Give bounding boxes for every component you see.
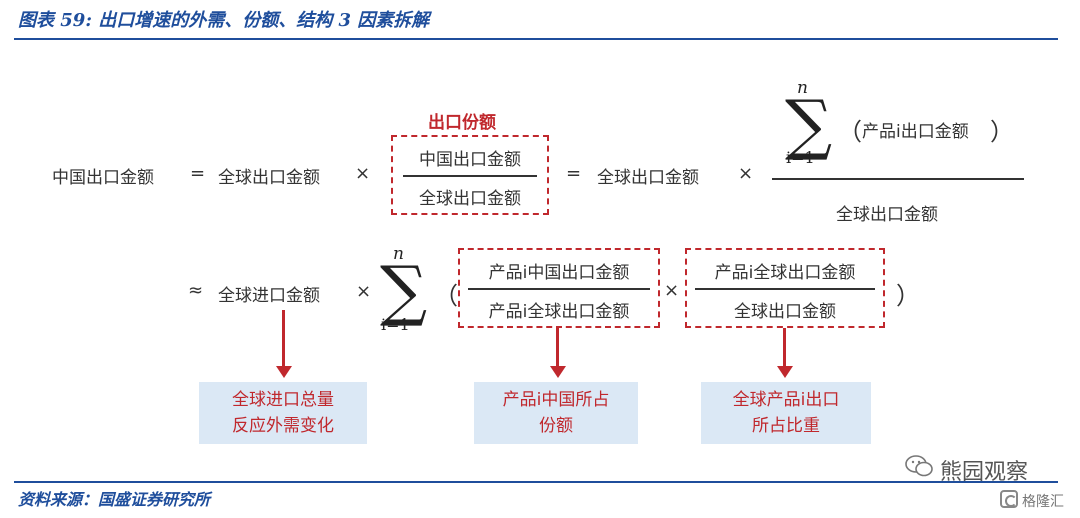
product-weight-box: 产品i全球出口金额 全球出口金额	[685, 248, 885, 328]
arrow-down-icon-3	[777, 366, 793, 378]
product-weight-numerator: 产品i全球出口金额	[714, 263, 856, 283]
share-numerator: 中国出口金额	[419, 150, 521, 170]
arrow-line-3	[783, 328, 786, 368]
big-denominator: 全球出口金额	[836, 205, 938, 225]
footer-rule	[14, 481, 1058, 483]
arrow-down-icon-2	[550, 366, 566, 378]
lhs-china-export: 中国出口金额	[52, 168, 154, 188]
export-share-box: 中国出口金额 全球出口金额	[391, 135, 549, 215]
export-share-label: 出口份额	[428, 113, 496, 133]
times-sign: ×	[355, 163, 371, 184]
china-share-box: 产品i中国出口金额 产品i全球出口金额	[458, 248, 660, 328]
arrow-line-1	[282, 310, 285, 368]
summation-icon-2: ∑	[380, 252, 428, 329]
sum-lower-limit: i=1	[786, 148, 815, 167]
times-sign-2: ×	[738, 163, 754, 184]
watermark-site: 格隆汇	[1022, 494, 1064, 510]
note-china-share: 产品i中国所占 份额	[474, 382, 638, 444]
china-share-denominator: 产品i全球出口金额	[488, 302, 630, 322]
note-external-demand: 全球进口总量 反应外需变化	[199, 382, 367, 444]
sum-upper-limit: n	[797, 78, 808, 98]
watermark-brand: 熊园观察	[940, 460, 1029, 485]
summation-icon: ∑	[785, 86, 833, 163]
china-share-numerator: 产品i中国出口金额	[488, 263, 630, 283]
source-note: 资料来源：国盛证券研究所	[18, 490, 211, 509]
paren-open: （	[838, 118, 862, 146]
paren-close: ）	[990, 118, 1014, 146]
note-product-weight: 全球产品i出口 所占比重	[701, 382, 871, 444]
note-product-weight-line2: 所占比重	[752, 416, 820, 436]
share-fraction-line	[403, 175, 537, 177]
note-external-demand-line1: 全球进口总量	[232, 390, 334, 410]
big-fraction-line	[772, 178, 1024, 180]
share-denominator: 全球出口金额	[419, 189, 521, 209]
wechat-icon	[904, 454, 934, 482]
paren2-open: （	[434, 282, 458, 310]
figure-title: 图表 59: 出口增速的外需、份额、结构 3 因素拆解	[18, 10, 430, 31]
equals-sign: =	[190, 163, 206, 184]
gelonghui-logo-icon	[1000, 490, 1018, 508]
sum2-lower-limit: i=1	[381, 315, 410, 334]
sum2-upper-limit: n	[393, 244, 404, 264]
sum-body-product-export: 产品i出口金额	[862, 122, 969, 142]
note-china-share-line1: 产品i中国所占	[502, 390, 610, 410]
equals-sign-2: =	[566, 163, 582, 184]
note-external-demand-line2: 反应外需变化	[232, 416, 334, 436]
arrow-line-2	[556, 328, 559, 368]
header-rule	[14, 38, 1058, 40]
global-import-term: 全球进口金额	[218, 286, 320, 306]
arrow-down-icon-1	[276, 366, 292, 378]
product-weight-fraction-line	[695, 288, 875, 290]
note-product-weight-line1: 全球产品i出口	[732, 390, 840, 410]
times-sign-4: ×	[664, 280, 680, 301]
paren2-close: ）	[896, 282, 920, 310]
product-weight-denominator: 全球出口金额	[734, 302, 836, 322]
note-china-share-line2: 份额	[539, 416, 573, 436]
global-export-term: 全球出口金额	[218, 168, 320, 188]
china-share-fraction-line	[468, 288, 650, 290]
approx-sign: ≈	[188, 280, 204, 301]
times-sign-3: ×	[356, 281, 372, 302]
global-export-term-2: 全球出口金额	[597, 168, 699, 188]
